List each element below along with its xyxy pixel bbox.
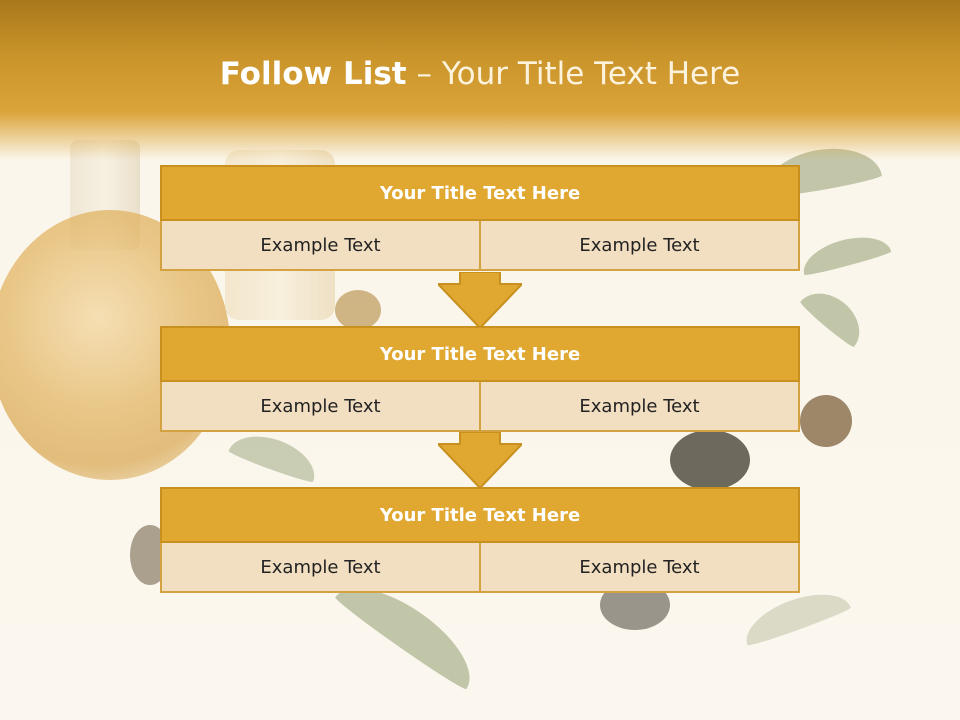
page-title: Follow List – Your Title Text Here bbox=[0, 56, 960, 92]
down-arrow-1 bbox=[438, 272, 522, 328]
leaf-shape bbox=[227, 425, 323, 485]
olive-shape bbox=[670, 430, 750, 490]
flow-block-row: Example Text Example Text bbox=[160, 543, 800, 593]
header-band bbox=[0, 0, 960, 160]
flow-block-title: Your Title Text Here bbox=[160, 487, 800, 543]
flow-block-1: Your Title Text Here Example Text Exampl… bbox=[160, 165, 800, 271]
page-title-bold: Follow List bbox=[219, 56, 407, 92]
flow-block-cell-left: Example Text bbox=[160, 543, 479, 593]
down-arrow-2 bbox=[438, 432, 522, 488]
flow-block-row: Example Text Example Text bbox=[160, 382, 800, 432]
flow-block-cell-right: Example Text bbox=[479, 543, 800, 593]
flow-block-row: Example Text Example Text bbox=[160, 221, 800, 271]
flow-block-cell-left: Example Text bbox=[160, 221, 479, 271]
olive-shape bbox=[800, 395, 852, 447]
leaf-shape bbox=[798, 281, 872, 349]
page-title-rest: – Your Title Text Here bbox=[406, 56, 741, 92]
leaf-shape bbox=[798, 228, 892, 278]
flow-block-cell-right: Example Text bbox=[479, 382, 800, 432]
flow-block-3: Your Title Text Here Example Text Exampl… bbox=[160, 487, 800, 593]
olive-shape bbox=[335, 290, 381, 330]
flow-block-title: Your Title Text Here bbox=[160, 326, 800, 382]
flow-block-cell-right: Example Text bbox=[479, 221, 800, 271]
flow-block-cell-left: Example Text bbox=[160, 382, 479, 432]
flow-block-2: Your Title Text Here Example Text Exampl… bbox=[160, 326, 800, 432]
flow-block-title: Your Title Text Here bbox=[160, 165, 800, 221]
